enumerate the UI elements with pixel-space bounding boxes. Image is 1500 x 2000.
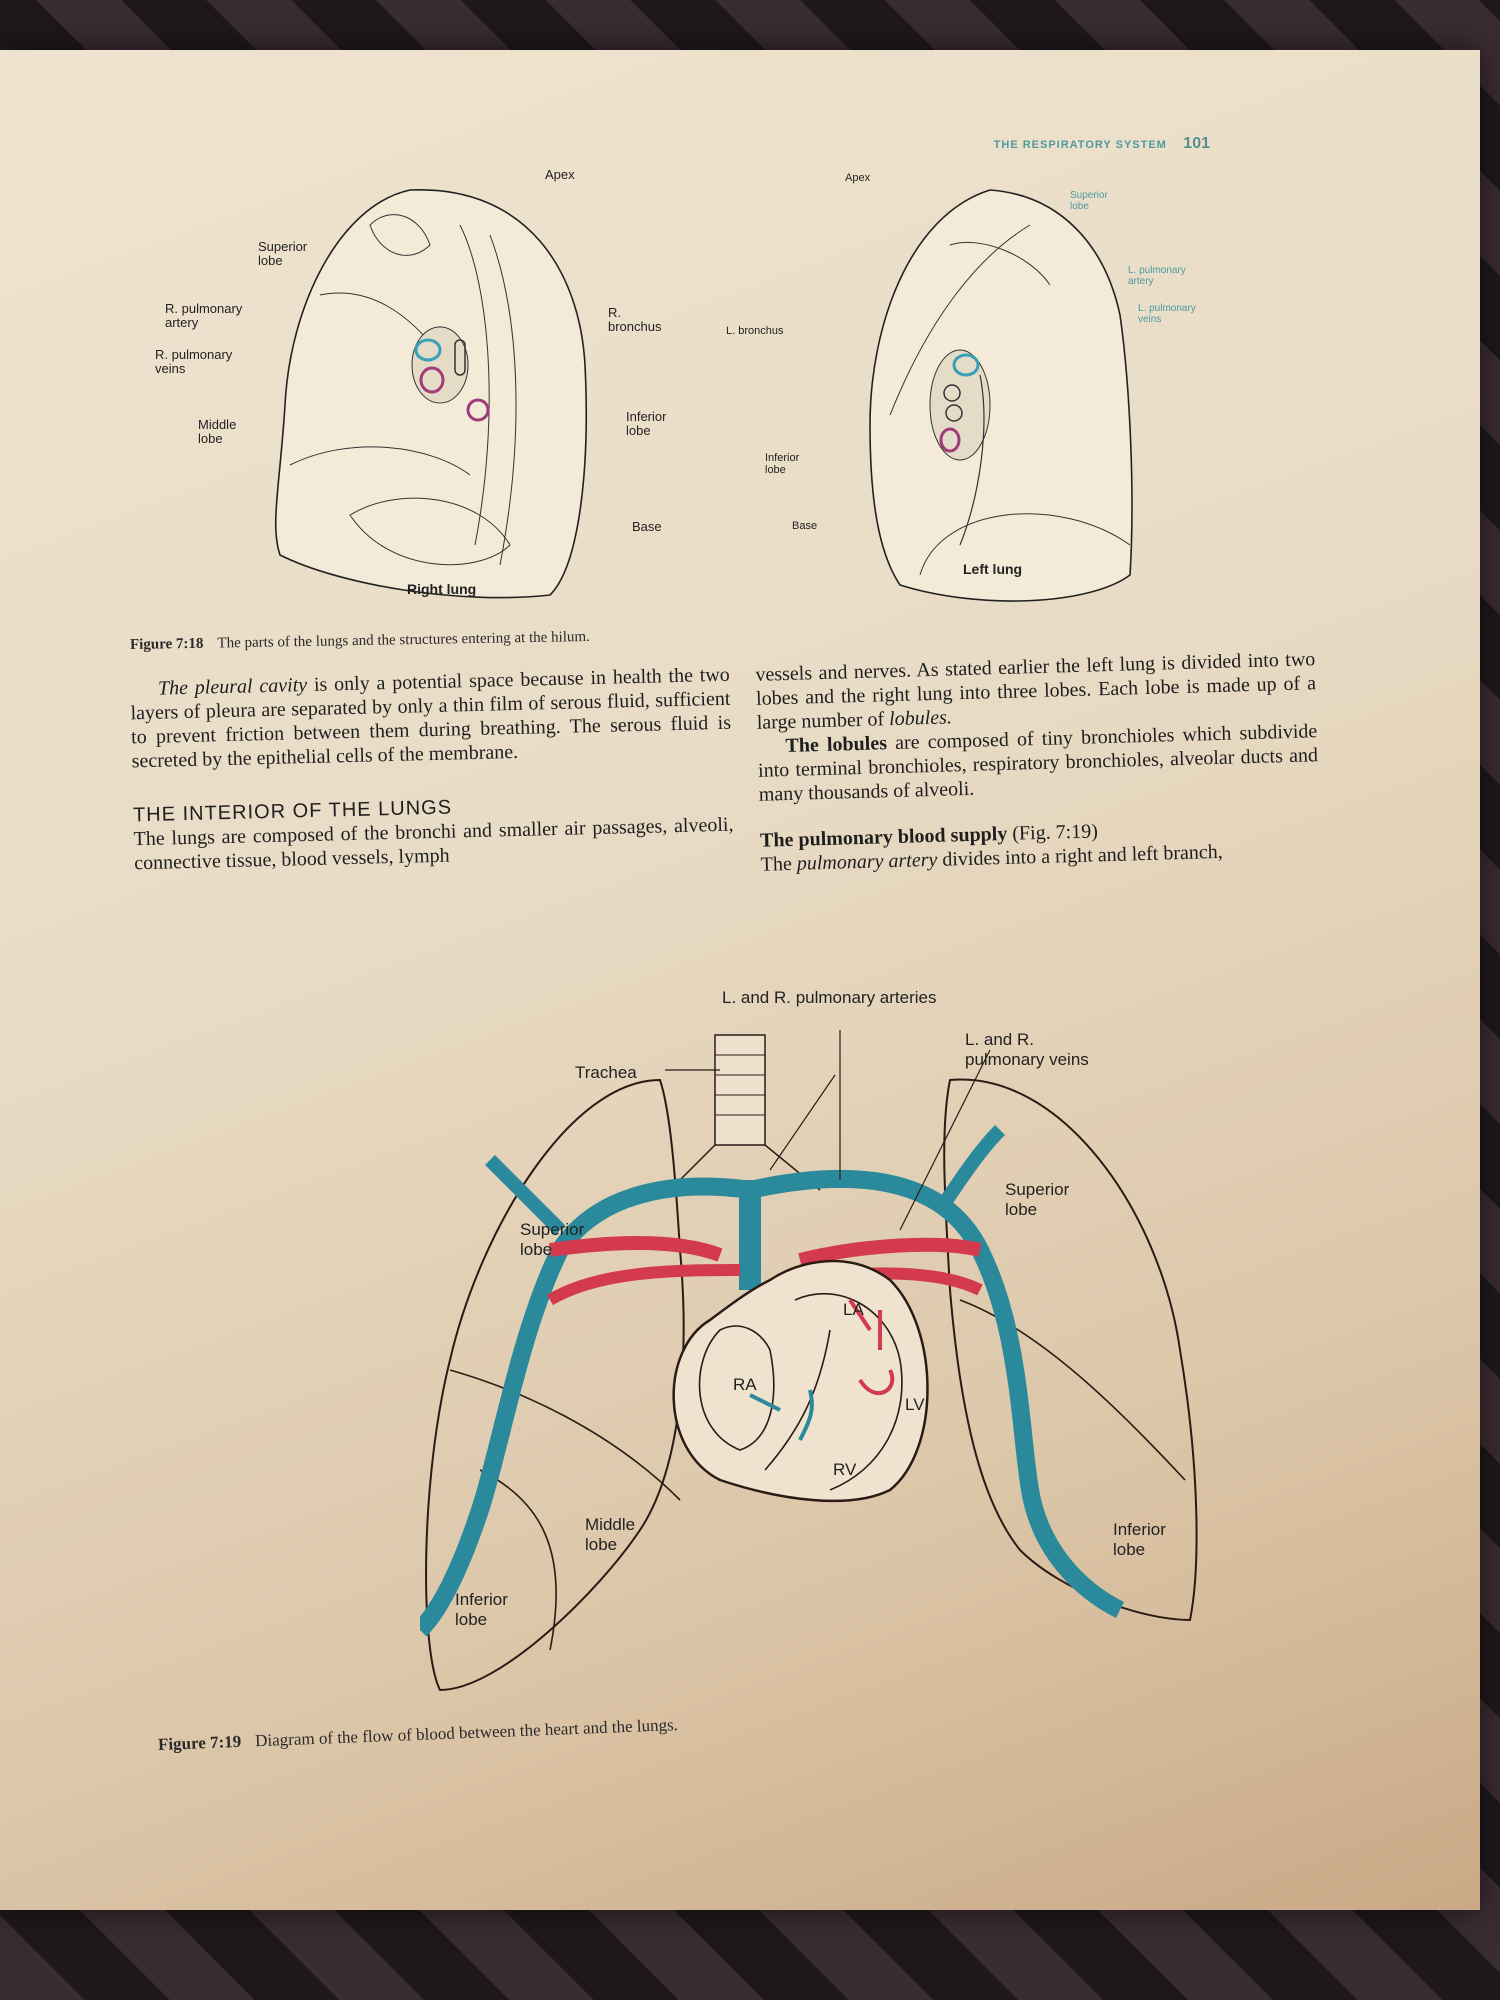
left-text-column: The pleural cavity is only a potential s…	[130, 663, 735, 876]
heart-lung-blood-flow-diagram	[420, 1030, 1198, 1692]
left-superior-lobe-label: Superior lobe	[1005, 1180, 1070, 1219]
left-inferior-lobe-label: Inferior lobe	[1113, 1520, 1166, 1559]
left-lung-illustration	[869, 189, 1133, 602]
right-lung-title: Right lung	[407, 581, 477, 597]
left-bronchus-label: L. bronchus	[726, 325, 784, 337]
right-superior-lobe-label: Superior lobe	[520, 1220, 585, 1259]
right-ventricle-label: RV	[833, 1460, 857, 1479]
figure-7-18-number: Figure 7:18	[129, 635, 204, 654]
trachea-label: Trachea	[575, 1063, 637, 1082]
figure-7-18-caption: Figure 7:18 The parts of the lungs and th…	[130, 629, 590, 654]
right-lung-inferior-lobe-label: Inferior lobe	[626, 409, 667, 438]
pulmonary-arteries-label: L. and R. pulmonary arteries	[722, 988, 937, 1007]
right-lung-base-label: Base	[632, 519, 662, 534]
left-lung-base-label: Base	[792, 520, 818, 532]
lobules-paragraph: The lobules are composed of tiny bronchi…	[757, 720, 1319, 806]
right-lung-middle-lobe-label: Middle lobe	[198, 417, 237, 446]
left-lung-superior-lobe-label: Superior lobe	[1070, 190, 1108, 212]
running-head-title: THE RESPIRATORY SYSTEM	[993, 139, 1167, 151]
right-pulmonary-artery-label: R. pulmonary artery	[165, 301, 243, 330]
right-text-column: vessels and nerves. As stated earlier th…	[755, 647, 1321, 877]
lobules-term: lobules.	[888, 706, 953, 731]
right-lung-superior-lobe-label: Superior lobe	[258, 239, 308, 268]
left-lung-inferior-lobe-label: Inferior lobe	[765, 452, 800, 476]
left-lung-apex-label: Apex	[845, 172, 871, 184]
middle-lobe-label: Middle lobe	[585, 1515, 636, 1554]
pulmonary-veins-label: L. and R. pulmonary veins	[965, 1030, 1089, 1069]
figure-7-19-number: Figure 7:19	[157, 1731, 242, 1754]
left-lung-title: Left lung	[963, 561, 1023, 577]
right-inferior-lobe-label: Inferior lobe	[455, 1590, 508, 1629]
right-pulmonary-veins-label: R. pulmonary veins	[155, 347, 233, 376]
right-bronchus-label: R. bronchus	[608, 305, 662, 334]
pleural-cavity-paragraph: The pleural cavity is only a potential s…	[130, 663, 732, 773]
left-pulmonary-veins-label: L. pulmonary veins	[1138, 303, 1196, 325]
left-pulmonary-artery-label: L. pulmonary artery	[1128, 265, 1186, 287]
right-lung-apex-label: Apex	[545, 167, 575, 182]
right-lung-illustration	[274, 189, 587, 599]
left-ventricle-label: LV	[905, 1395, 925, 1414]
page-number: 101	[1183, 135, 1210, 152]
pleural-cavity-term: The pleural cavity	[157, 674, 308, 700]
figure-7-18-caption-text: The parts of the lungs and the structure…	[217, 628, 590, 652]
left-atrium-label: LA	[843, 1300, 864, 1319]
book-page: THE RESPIRATORY SYSTEM 101 Apex Superior…	[0, 50, 1480, 1910]
right-atrium-label: RA	[733, 1375, 757, 1394]
running-head: THE RESPIRATORY SYSTEM 101	[960, 135, 1210, 153]
